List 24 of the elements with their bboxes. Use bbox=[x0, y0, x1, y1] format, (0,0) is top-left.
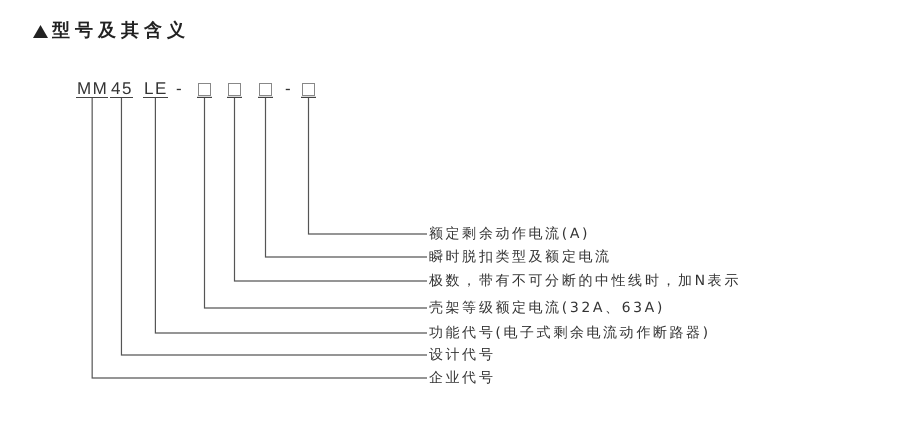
leader-line bbox=[204, 98, 427, 309]
description-text: 企业代号 bbox=[429, 370, 496, 386]
leader-line bbox=[308, 98, 427, 235]
description-text: 壳架等级额定电流(32A、63A) bbox=[429, 300, 665, 316]
code-text: MM bbox=[76, 81, 108, 98]
placeholder-box bbox=[258, 82, 273, 98]
title-text: 型号及其含义 bbox=[52, 20, 190, 42]
leader-line bbox=[120, 98, 427, 356]
code-text: LE bbox=[143, 81, 168, 98]
leader-line bbox=[154, 98, 427, 334]
leader-line bbox=[92, 98, 427, 379]
code-text: 45 bbox=[110, 81, 133, 98]
description-text: 瞬时脱扣类型及额定电流 bbox=[429, 248, 612, 266]
leader-line bbox=[264, 98, 427, 258]
description-text: 额定剩余动作电流(A) bbox=[429, 226, 590, 242]
description-text: 设计代号 bbox=[429, 346, 496, 364]
placeholder-box bbox=[197, 82, 212, 98]
placeholder-box bbox=[301, 82, 316, 98]
separator-dash: - bbox=[284, 81, 292, 97]
description-text: 极数，带有不可分断的中性线时，加N表示 bbox=[429, 272, 741, 290]
separator-dash: - bbox=[175, 81, 184, 97]
description-text: 功能代号(电子式剩余电流动作断路器) bbox=[429, 324, 711, 342]
leader-line bbox=[234, 98, 427, 282]
placeholder-box bbox=[227, 82, 242, 98]
